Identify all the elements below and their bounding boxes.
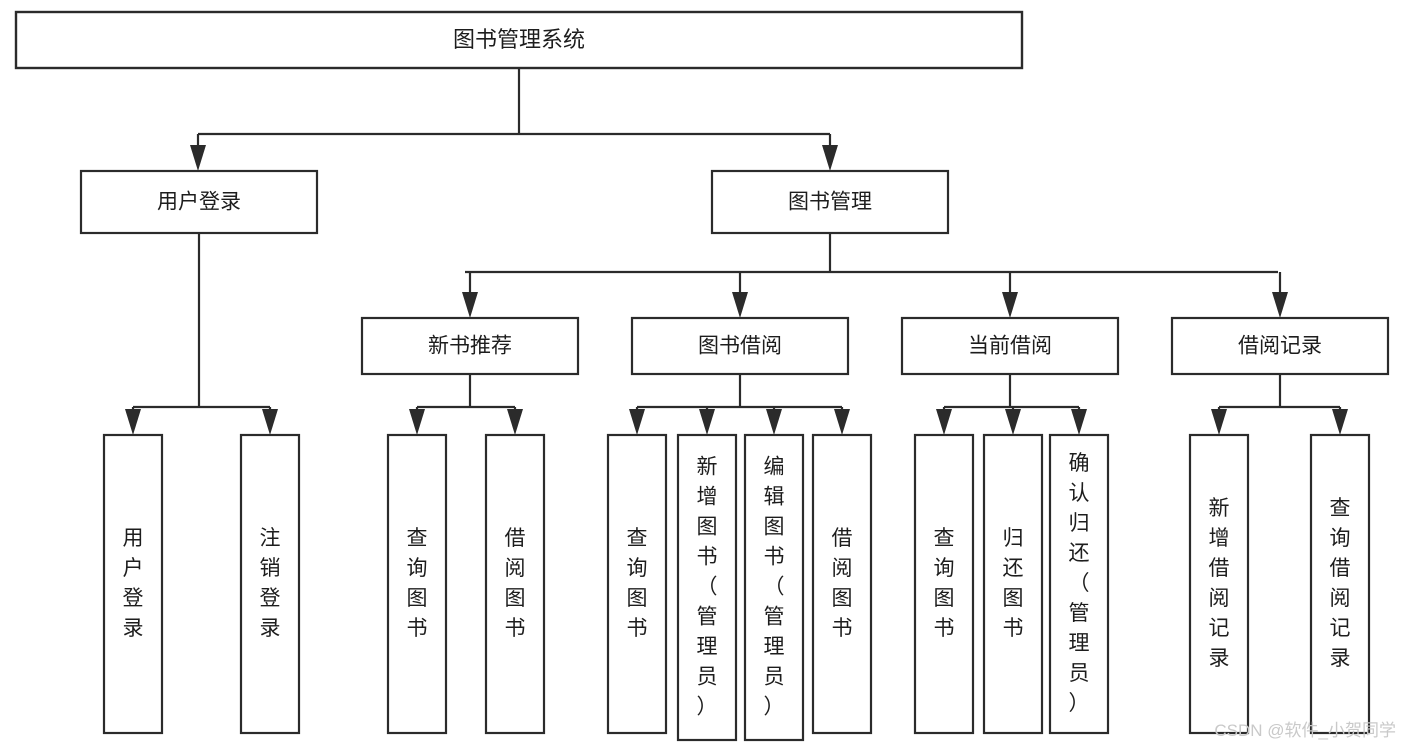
node-label-leaf-edit-book: 编辑图书（管理员） (764, 455, 785, 718)
arrowhead-layer (125, 145, 1348, 435)
rail-book-manage (465, 233, 1278, 274)
arrow-new-book-recommend (462, 292, 478, 318)
rail-user-login (133, 233, 270, 409)
node-borrow-record[interactable]: 借阅记录 (1170, 316, 1390, 376)
arrow-leaf-query-book-3 (936, 409, 952, 435)
arrow-current-borrow (1002, 292, 1018, 318)
node-leaf-query-record[interactable]: 查询借阅记录 (1309, 433, 1371, 735)
node-leaf-add-record[interactable]: 新增借阅记录 (1188, 433, 1250, 735)
node-leaf-query-book-3[interactable]: 查询图书 (913, 433, 975, 735)
node-box-leaf-confirm-return[interactable] (1048, 433, 1110, 735)
node-label-book-borrow: 图书借阅 (698, 335, 782, 358)
arrow-leaf-logout (262, 409, 278, 435)
node-label-current-borrow: 当前借阅 (968, 335, 1052, 358)
node-label-leaf-return-book: 归还图书 (1003, 527, 1024, 640)
arrow-leaf-borrow-book-1 (507, 409, 523, 435)
arrow-leaf-add-record (1211, 409, 1227, 435)
node-box-new-book-recommend[interactable] (360, 316, 580, 376)
csdn-watermark: CSDN @软件_小贺同学 (1214, 721, 1396, 740)
node-box-current-borrow[interactable] (900, 316, 1120, 376)
node-book-borrow[interactable]: 图书借阅 (630, 316, 850, 376)
node-box-user-login[interactable] (79, 169, 319, 235)
node-leaf-logout[interactable]: 注销登录 (239, 433, 301, 735)
arrow-book-borrow (732, 292, 748, 318)
node-box-book-borrow[interactable] (630, 316, 850, 376)
node-label-leaf-add-record: 新增借阅记录 (1209, 497, 1230, 670)
node-box-leaf-query-book-3[interactable] (913, 433, 975, 735)
node-label-leaf-user-login: 用户登录 (123, 527, 144, 640)
node-label-borrow-record: 借阅记录 (1238, 335, 1322, 358)
node-label-leaf-query-book-2: 查询图书 (627, 527, 648, 640)
arrow-user-login (190, 145, 206, 171)
node-label-root: 图书管理系统 (453, 27, 585, 52)
node-label-leaf-add-book: 新增图书（管理员） (697, 455, 718, 718)
node-box-leaf-borrow-book-1[interactable] (484, 433, 546, 735)
node-box-leaf-query-record[interactable] (1309, 433, 1371, 735)
node-label-book-manage: 图书管理 (788, 191, 872, 214)
arrow-leaf-confirm-return (1071, 409, 1087, 435)
node-layer: 图书管理系统用户登录图书管理新书推荐图书借阅当前借阅借阅记录用户登录注销登录查询… (14, 10, 1390, 742)
arrow-leaf-add-book (699, 409, 715, 435)
node-box-leaf-logout[interactable] (239, 433, 301, 735)
node-box-root[interactable] (14, 10, 1024, 70)
node-book-manage[interactable]: 图书管理 (710, 169, 950, 235)
rail-book-borrow (637, 374, 842, 409)
node-box-borrow-record[interactable] (1170, 316, 1390, 376)
node-label-leaf-query-book-1: 查询图书 (407, 527, 428, 640)
node-leaf-edit-book[interactable]: 编辑图书（管理员） (743, 433, 805, 742)
node-label-leaf-borrow-book-1: 借阅图书 (505, 527, 526, 640)
rail-new-book (417, 374, 515, 409)
rail-root (198, 68, 830, 136)
node-leaf-query-book-1[interactable]: 查询图书 (386, 433, 448, 735)
node-box-leaf-borrow-book-2[interactable] (811, 433, 873, 735)
arrow-leaf-query-book-2 (629, 409, 645, 435)
node-leaf-user-login[interactable]: 用户登录 (102, 433, 164, 735)
node-leaf-borrow-book-2[interactable]: 借阅图书 (811, 433, 873, 735)
node-label-leaf-logout: 注销登录 (260, 527, 281, 640)
node-leaf-borrow-book-1[interactable]: 借阅图书 (484, 433, 546, 735)
arrow-leaf-query-book-1 (409, 409, 425, 435)
watermark-layer: CSDN @软件_小贺同学 (1214, 721, 1396, 740)
arrow-leaf-query-record (1332, 409, 1348, 435)
arrow-borrow-record (1272, 292, 1288, 318)
node-box-leaf-return-book[interactable] (982, 433, 1044, 735)
rail-borrow-record (1219, 374, 1340, 409)
node-box-leaf-user-login[interactable] (102, 433, 164, 735)
node-new-book-recommend[interactable]: 新书推荐 (360, 316, 580, 376)
arrow-book-manage (822, 145, 838, 171)
node-leaf-add-book[interactable]: 新增图书（管理员） (676, 433, 738, 742)
node-leaf-return-book[interactable]: 归还图书 (982, 433, 1044, 735)
node-label-leaf-query-record: 查询借阅记录 (1330, 497, 1351, 670)
arrow-leaf-edit-book (766, 409, 782, 435)
node-box-leaf-add-book[interactable] (676, 433, 738, 742)
node-box-leaf-query-book-2[interactable] (606, 433, 668, 735)
node-leaf-query-book-2[interactable]: 查询图书 (606, 433, 668, 735)
node-box-leaf-edit-book[interactable] (743, 433, 805, 742)
node-label-leaf-query-book-3: 查询图书 (934, 527, 955, 640)
node-label-leaf-borrow-book-2: 借阅图书 (832, 527, 853, 640)
arrow-leaf-user-login (125, 409, 141, 435)
node-label-new-book-recommend: 新书推荐 (428, 335, 512, 358)
node-root[interactable]: 图书管理系统 (14, 10, 1024, 70)
node-label-leaf-confirm-return: 确认归还（管理员） (1069, 452, 1090, 715)
arrow-leaf-borrow-book-2 (834, 409, 850, 435)
node-box-book-manage[interactable] (710, 169, 950, 235)
node-leaf-confirm-return[interactable]: 确认归还（管理员） (1048, 433, 1110, 735)
node-box-leaf-add-record[interactable] (1188, 433, 1250, 735)
arrow-leaf-return-book (1005, 409, 1021, 435)
node-label-user-login: 用户登录 (157, 191, 241, 214)
rail-current-borrow (944, 374, 1079, 409)
node-current-borrow[interactable]: 当前借阅 (900, 316, 1120, 376)
node-box-leaf-query-book-1[interactable] (386, 433, 448, 735)
node-user-login[interactable]: 用户登录 (79, 169, 319, 235)
